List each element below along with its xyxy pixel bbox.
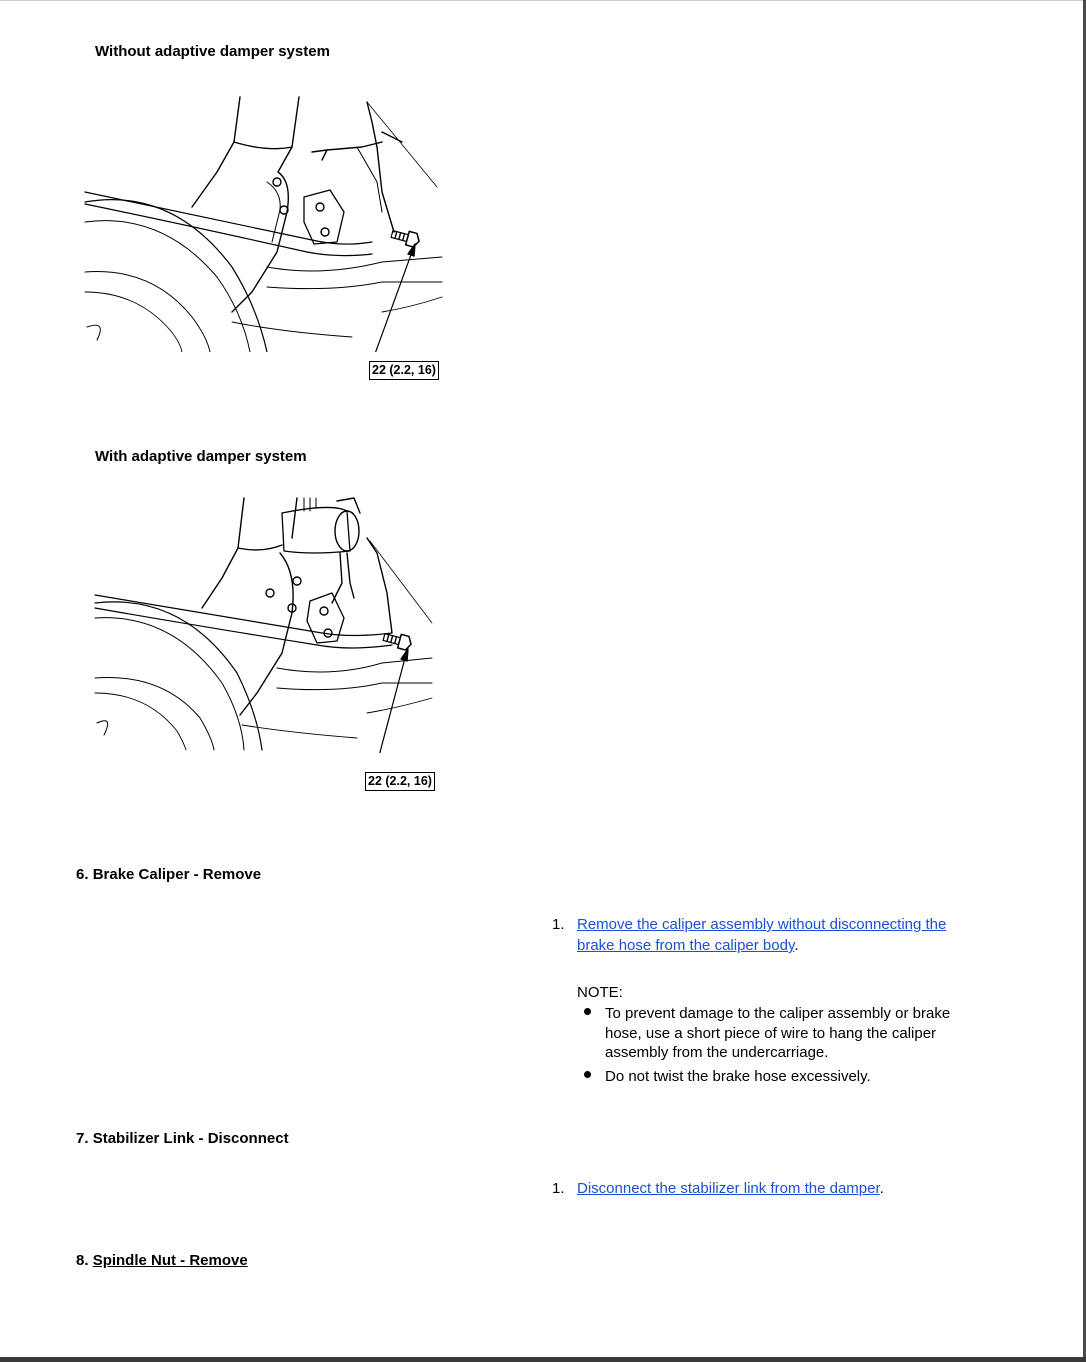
note-bullet-1-line-2: hose, use a short piece of wire to hang …	[605, 1024, 937, 1042]
link-line-2[interactable]: brake hose from the caliper body	[577, 937, 795, 954]
caliper-bracket-diagram-without-adaptive	[84, 96, 443, 352]
bullet-icon	[584, 1071, 591, 1078]
step-number: 7.	[76, 1130, 89, 1147]
step-8-title[interactable]: 8. Spindle Nut - Remove	[76, 1252, 248, 1269]
page-top-border	[0, 0, 1086, 1]
note-bullet-2-line-1: Do not twist the brake hose excessively.	[605, 1068, 871, 1085]
link-text[interactable]: Disconnect the stabilizer link from the …	[577, 1180, 880, 1197]
link-line-1[interactable]: Remove the caliper assembly without disc…	[577, 916, 947, 933]
page-bottom-border	[0, 1357, 1086, 1362]
step-number: 8.	[76, 1252, 89, 1269]
step-number: 6.	[76, 866, 89, 883]
caliper-bracket-diagram-with-adaptive	[94, 497, 433, 753]
disconnect-stabilizer-link[interactable]: Disconnect the stabilizer link from the …	[577, 1178, 884, 1199]
step-title-text: Brake Caliper - Remove	[92, 866, 262, 883]
substep-number: 1.	[552, 1180, 565, 1197]
step-title-link[interactable]: Spindle Nut - Remove	[92, 1252, 248, 1269]
note-bullet-1: To prevent damage to the caliper assembl…	[605, 1004, 950, 1063]
step-6-title: 6. Brake Caliper - Remove	[76, 866, 261, 883]
note-heading: NOTE:	[577, 984, 623, 1001]
link-trailing-period: .	[879, 1180, 884, 1197]
note-bullet-2: Do not twist the brake hose excessively.	[605, 1067, 871, 1087]
figure-title-without-adaptive: Without adaptive damper system	[95, 43, 330, 60]
torque-spec-label: 22 (2.2, 16)	[369, 361, 439, 380]
link-trailing-period: .	[794, 937, 799, 954]
substep-number: 1.	[552, 916, 565, 933]
remove-caliper-link[interactable]: Remove the caliper assembly without disc…	[577, 914, 946, 956]
note-bullet-1-line-1: To prevent damage to the caliper assembl…	[605, 1005, 951, 1022]
step-title-text: Stabilizer Link - Disconnect	[92, 1130, 289, 1147]
figure-title-with-adaptive: With adaptive damper system	[95, 448, 307, 465]
step-7-title: 7. Stabilizer Link - Disconnect	[76, 1130, 289, 1147]
bullet-icon	[584, 1008, 591, 1015]
page-right-border	[1083, 0, 1086, 1362]
torque-spec-label: 22 (2.2, 16)	[365, 772, 435, 791]
note-bullet-1-line-3: assembly from the undercarriage.	[605, 1044, 829, 1061]
